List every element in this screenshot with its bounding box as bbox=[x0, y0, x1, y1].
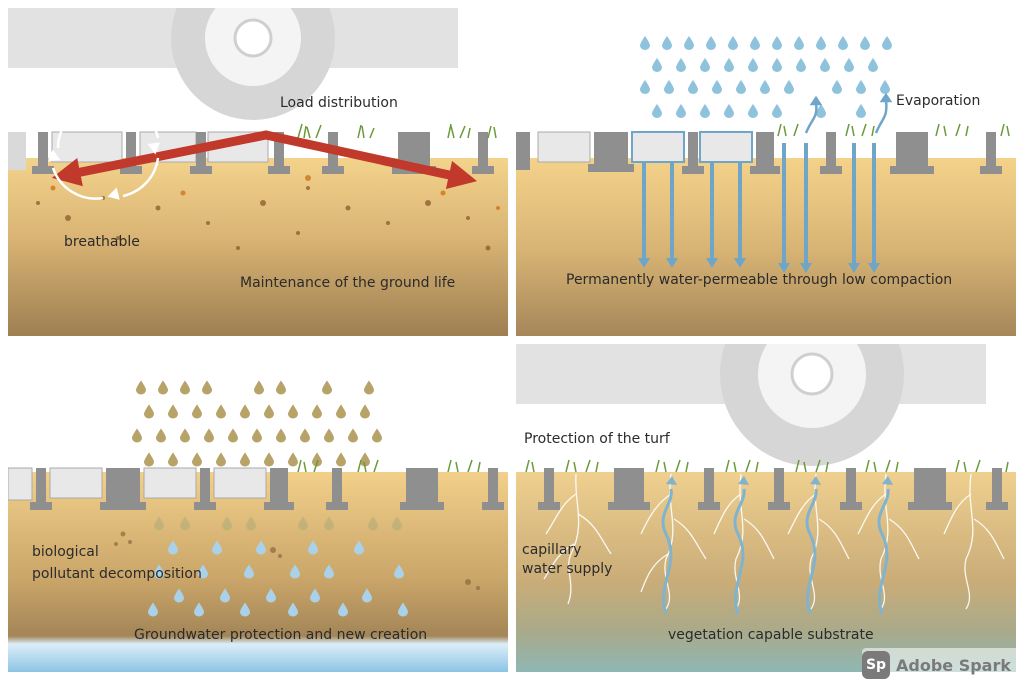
breathable-label: breathable bbox=[64, 234, 140, 250]
pollutant-decomposition-label: biological pollutant decomposition bbox=[32, 544, 202, 582]
capillary-water-label: capillary water supply bbox=[522, 542, 613, 577]
tire-icon bbox=[8, 8, 458, 120]
panel-turf-protection: Protection of the turf capillary water s… bbox=[516, 344, 1016, 672]
groundwater-label: Groundwater protection and new creation bbox=[134, 627, 428, 643]
evaporation-arrows bbox=[804, 92, 893, 134]
panel-load-distribution: Load distribution breathable Maintenance… bbox=[8, 8, 508, 336]
adobe-spark-brand: Adobe Spark bbox=[896, 655, 1012, 675]
load-arrows bbox=[51, 130, 478, 189]
panel-water-permeability: Evaporation Permanently water-permeable … bbox=[516, 8, 1016, 336]
turf-protection-label: Protection of the turf bbox=[524, 431, 670, 447]
turf-protection-illustration bbox=[516, 344, 1016, 672]
evaporation-label: Evaporation bbox=[896, 93, 981, 109]
pollutant-decomposition-illustration bbox=[8, 380, 508, 672]
water-permeable-label: Permanently water-permeable through low … bbox=[566, 272, 953, 288]
capillary-arrows bbox=[661, 488, 890, 615]
paver-row bbox=[8, 467, 504, 510]
water-permeability-illustration bbox=[516, 36, 1016, 336]
arrow-heads bbox=[638, 258, 880, 273]
ground-life-label: Maintenance of the ground life bbox=[240, 275, 456, 291]
grass-tufts bbox=[297, 123, 497, 139]
load-distribution-illustration bbox=[8, 8, 508, 336]
rain-drops bbox=[640, 36, 892, 118]
infiltration-arrows bbox=[642, 143, 876, 263]
adobe-spark-logo-icon: Sp bbox=[862, 651, 890, 679]
adobe-spark-watermark: Sp Adobe Spark bbox=[862, 648, 1022, 682]
dirty-rain-drops bbox=[132, 380, 382, 467]
substrate-label: vegetation capable substrate bbox=[668, 627, 874, 643]
panel-pollutant-decomposition: biological pollutant decomposition Groun… bbox=[8, 344, 508, 672]
load-distribution-label: Load distribution bbox=[280, 95, 398, 111]
tire-icon bbox=[516, 344, 986, 466]
breathable-cycle-icon bbox=[48, 98, 160, 200]
paver-row bbox=[516, 131, 1002, 174]
grass-tufts bbox=[525, 459, 1009, 473]
paver-row bbox=[538, 468, 1008, 510]
